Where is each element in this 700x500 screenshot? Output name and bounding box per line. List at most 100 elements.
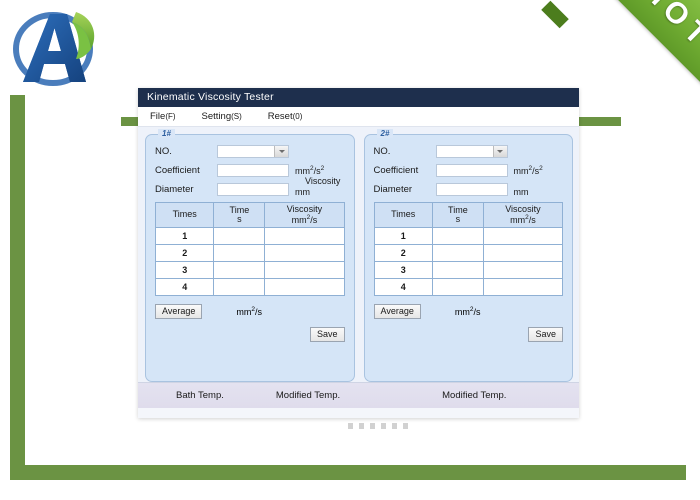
panel-2-actions: Average mm2/s Save <box>373 304 563 342</box>
row-viscosity-cell[interactable] <box>264 261 345 279</box>
row-viscosity-cell[interactable] <box>482 244 564 262</box>
panel-2-average-button[interactable]: Average <box>373 304 421 319</box>
unit-mid: /s <box>532 166 540 176</box>
row-viscosity-cell[interactable] <box>482 278 564 296</box>
menu-item-setting[interactable]: Setting(S) <box>202 111 242 122</box>
window-titlebar: Kinematic Viscosity Tester <box>138 88 579 107</box>
chevron-down-icon[interactable] <box>492 146 507 157</box>
unit-base: mm <box>295 166 310 176</box>
table-row: 1 <box>373 227 564 245</box>
avg-unit-sup: 2 <box>251 306 255 313</box>
column-header-time-unit: s <box>237 214 242 224</box>
row-time-cell[interactable] <box>431 227 484 245</box>
panel-1-average-unit: mm2/s <box>236 306 262 317</box>
column-header-time-text: Time <box>229 204 250 215</box>
panel-1-diameter-unit: mm <box>295 187 310 197</box>
panel-1-coefficient-input[interactable] <box>217 164 289 177</box>
row-index: 2 <box>373 244 433 262</box>
row-time-cell[interactable] <box>431 278 484 296</box>
row-index: 3 <box>373 261 433 279</box>
panel-sample-2: 2# NO. Coefficient mm2/s2 Diameter mm <box>363 129 573 382</box>
unit-sup-1: 2 <box>310 165 314 172</box>
row-time-cell[interactable] <box>213 227 266 245</box>
panel-1-save-button[interactable]: Save <box>309 327 345 342</box>
row-viscosity-cell[interactable] <box>264 244 345 262</box>
table-row: 3 <box>154 261 345 279</box>
row-time-cell[interactable] <box>213 244 266 262</box>
column-header-time-unit: s <box>455 214 461 224</box>
menu-item-setting-label: Setting <box>201 111 232 122</box>
menu-item-file-mnemonic: (F) <box>165 112 176 121</box>
avg-unit-tail: /s <box>473 307 481 317</box>
panel-1-average-button[interactable]: Average <box>155 304 203 319</box>
panel-1-no-row: NO. <box>155 145 345 158</box>
ribbon-label: HOT <box>635 0 700 57</box>
table-row: 2 <box>373 244 564 262</box>
application-window: Kinematic Viscosity Tester File(F) Setti… <box>138 88 579 418</box>
panel-2-diameter-unit: mm <box>513 187 529 197</box>
panel-2-diameter-row: Diameter mm <box>373 183 564 197</box>
panel-1-diameter-input[interactable] <box>217 183 289 196</box>
ribbon-tail <box>541 0 569 29</box>
avg-unit-base: mm <box>454 307 470 317</box>
column-header-viscosity-unit-tail: /s <box>528 214 536 225</box>
column-header-viscosity-unit: mm <box>510 214 526 225</box>
panel-1-diameter-label: Diameter <box>155 184 194 195</box>
column-header-times: Times <box>373 202 433 228</box>
row-time-cell[interactable] <box>431 261 484 279</box>
panel-2-diameter-input[interactable] <box>435 183 508 196</box>
unit-sup-2: 2 <box>539 165 543 172</box>
column-header-viscosity-unit: mm <box>291 214 307 225</box>
panel-2-coefficient-label: Coefficient <box>373 165 419 176</box>
row-index: 1 <box>373 227 433 245</box>
menu-item-reset[interactable]: Reset(0) <box>268 111 303 122</box>
row-viscosity-cell[interactable] <box>482 227 564 245</box>
panel-1-no-combobox[interactable] <box>217 145 289 158</box>
row-time-cell[interactable] <box>213 261 266 279</box>
row-time-cell[interactable] <box>213 278 266 296</box>
column-header-times: Times <box>154 202 215 228</box>
column-header-time-text: Time <box>448 204 468 215</box>
table-row: 2 <box>154 244 345 262</box>
table-row: 3 <box>373 261 564 279</box>
panel-1-viscosity-label: Viscosity <box>305 176 341 186</box>
status-bath-temp: Bath Temp. <box>176 390 224 401</box>
chevron-down-icon[interactable] <box>274 146 288 157</box>
row-viscosity-cell[interactable] <box>264 278 345 296</box>
panel-2-no-label: NO. <box>373 146 391 157</box>
row-viscosity-cell[interactable] <box>264 227 345 245</box>
panel-2-coefficient-input[interactable] <box>435 164 508 177</box>
panel-2-save-button[interactable]: Save <box>528 327 563 342</box>
column-header-viscosity-text: Viscosity <box>286 204 323 215</box>
column-header-viscosity-text: Viscosity <box>505 204 541 215</box>
row-index: 1 <box>154 227 215 245</box>
panel-2-coefficient-row: Coefficient mm2/s2 <box>374 164 564 177</box>
logo-graphic <box>13 12 95 86</box>
menu-item-reset-label: Reset <box>267 111 293 122</box>
ribbon-band: HOT <box>566 0 700 126</box>
column-header-viscosity-unit-sup: 2 <box>306 213 311 221</box>
panel-1-actions: Average mm2/s Save <box>155 304 345 342</box>
column-header-viscosity-unit-sup: 2 <box>525 213 529 221</box>
panel-2-no-combobox[interactable] <box>435 145 508 158</box>
panel-2-diameter-label: Diameter <box>373 184 413 195</box>
row-index: 4 <box>154 278 215 296</box>
panel-1-coefficient-unit: mm2/s2 <box>295 165 324 176</box>
row-viscosity-cell[interactable] <box>482 261 564 279</box>
panel-1-coefficient-label: Coefficient <box>155 165 200 176</box>
avg-unit-base: mm <box>236 307 252 317</box>
window-title: Kinematic Viscosity Tester <box>147 91 274 103</box>
scanline-artifact <box>348 423 408 429</box>
company-logo <box>6 2 114 94</box>
menu-item-file[interactable]: File(F) <box>150 111 176 122</box>
menu-item-reset-mnemonic: (0) <box>292 112 303 121</box>
row-time-cell[interactable] <box>431 244 484 262</box>
